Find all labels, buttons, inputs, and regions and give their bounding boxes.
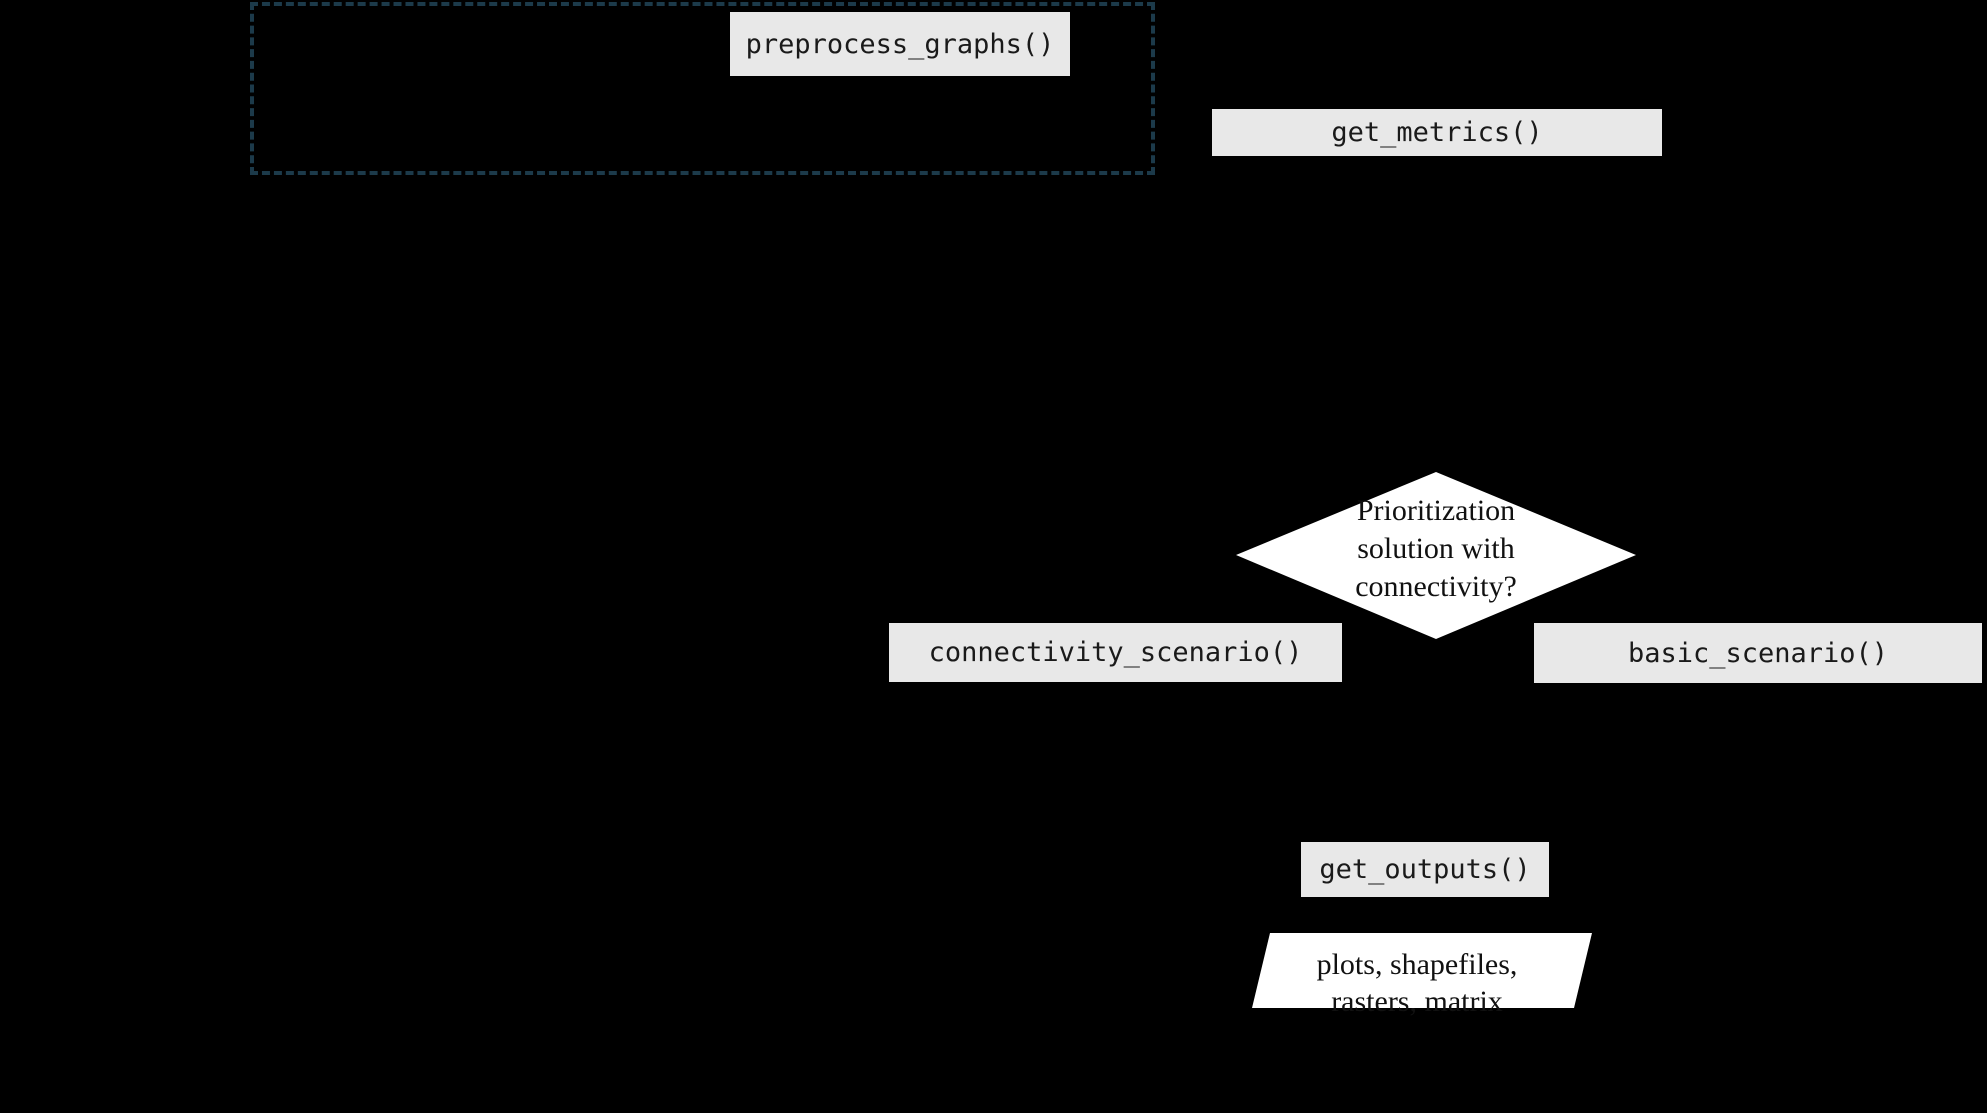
preprocess-graphs-label: preprocess_graphs() (745, 28, 1055, 60)
outputs-parallelogram-shape (1252, 933, 1592, 1008)
basic-scenario-node: basic_scenario() (1534, 623, 1982, 683)
basic-scenario-label: basic_scenario() (1627, 637, 1889, 669)
decision-line-2: solution with (1357, 532, 1515, 565)
outputs-line-2: rasters, matrix (1331, 985, 1503, 1018)
preprocess-graphs-node: preprocess_graphs() (730, 12, 1070, 76)
outputs-line-1: plots, shapefiles, (1316, 948, 1518, 981)
decision-diamond-text: Prioritization solution with connectivit… (1276, 492, 1596, 606)
decision-line-3: connectivity? (1355, 570, 1517, 603)
get-metrics-label: get_metrics() (1331, 117, 1543, 148)
get-outputs-label: get_outputs() (1319, 854, 1531, 885)
connectivity-scenario-label: connectivity_scenario() (928, 637, 1303, 668)
preprocess-group-dashed-box (250, 2, 1155, 175)
decision-diamond-shape (1236, 472, 1636, 639)
outputs-parallelogram-text: plots, shapefiles, rasters, matrix (1252, 946, 1582, 1020)
get-outputs-node: get_outputs() (1301, 842, 1549, 897)
connectivity-scenario-node: connectivity_scenario() (889, 623, 1342, 682)
get-metrics-node: get_metrics() (1212, 109, 1662, 156)
decision-line-1: Prioritization (1356, 494, 1516, 527)
